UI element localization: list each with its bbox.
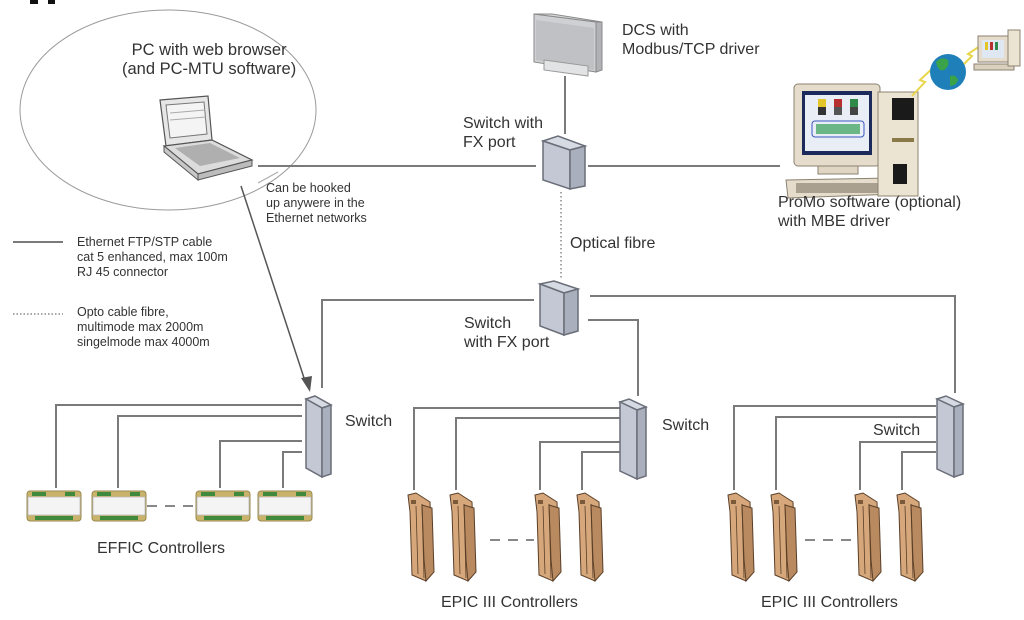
effic-controller-icon — [91, 490, 147, 522]
cable-center-switch-epic-2 — [455, 417, 620, 490]
epic-controller-icon — [770, 492, 798, 583]
epic-controller-icon — [576, 492, 604, 583]
cable-midswitch-to-right-switch — [590, 295, 956, 393]
epic-controller-icon — [854, 492, 882, 583]
cable-midswitch-to-center-switch — [588, 319, 639, 396]
promo-workstation-icon — [785, 83, 919, 199]
cable-left-switch-effic-3 — [219, 440, 302, 488]
heading-fragment — [30, 0, 55, 4]
dcs-label: DCS with Modbus/TCP driver — [622, 22, 760, 58]
switch-top-label: Switch with FX port — [463, 115, 544, 151]
epic-controller-icon — [449, 492, 477, 583]
switch-left-icon — [304, 395, 333, 479]
effic-controller-icon — [257, 490, 313, 522]
hookup-arrow — [240, 185, 312, 392]
pc-web-label: PC with web browser (and PC-MTU software… — [122, 41, 297, 78]
promo-label: ProMo software (optional) with MBE drive… — [778, 194, 962, 230]
cable-right-switch-epic-3 — [859, 441, 936, 490]
legend-solid-label: Ethernet FTP/STP cable cat 5 enhanced, m… — [77, 235, 228, 279]
epic-controllers-group-1 — [407, 492, 604, 583]
epic-controller-icon — [534, 492, 562, 583]
pc-zone-ellipse — [19, 9, 317, 211]
epic-controllers-group-2 — [727, 492, 924, 583]
cable-center-switch-epic-3 — [539, 441, 620, 490]
dcs-monitor-icon — [533, 13, 603, 77]
hookup-note-leader — [257, 171, 279, 184]
switch-right-label: Switch — [873, 422, 921, 439]
epic-controller-icon — [896, 492, 924, 583]
cable-center-switch-epic-4 — [581, 451, 620, 490]
effic-controller-icon — [26, 490, 82, 522]
switch-mid-label: Switch with FX port — [464, 315, 550, 351]
cable-center-switch-epic-1 — [413, 407, 620, 490]
laptop-icon — [159, 95, 254, 182]
hookup-note-label: Can be hooked up anywere in the Ethernet… — [266, 181, 367, 225]
legend-dotted-label: Opto cable fibre, multimode max 2000m si… — [77, 305, 210, 349]
epic-1-label: EPIC III Controllers — [441, 594, 578, 611]
epic-controller-icon — [407, 492, 435, 583]
cable-right-switch-epic-4 — [901, 451, 936, 490]
cable-right-switch-epic-1 — [733, 405, 936, 490]
switch-center-icon — [617, 398, 649, 481]
switch-right-icon — [934, 395, 966, 479]
cable-midswitch-to-left-switch — [321, 299, 534, 388]
switch-center-label: Switch — [662, 417, 710, 434]
effic-controllers — [26, 490, 313, 522]
effic-controller-icon — [195, 490, 251, 522]
cable-right-switch-epic-2 — [775, 416, 936, 490]
effic-label: EFFIC Controllers — [97, 540, 226, 557]
switch-left-label: Switch — [345, 413, 393, 430]
cable-left-switch-effic-1 — [55, 404, 302, 488]
switch-mid-icon — [537, 280, 581, 337]
switch-top-icon — [540, 135, 588, 191]
cable-left-switch-effic-2 — [117, 415, 302, 488]
epic-controller-icon — [727, 492, 755, 583]
cable-left-switch-effic-4 — [282, 451, 302, 488]
epic-2-label: EPIC III Controllers — [761, 594, 898, 611]
remote-pc-icon — [973, 29, 1021, 71]
optical-fibre-label: Optical fibre — [570, 235, 656, 252]
internet-globe-icon — [911, 45, 981, 97]
